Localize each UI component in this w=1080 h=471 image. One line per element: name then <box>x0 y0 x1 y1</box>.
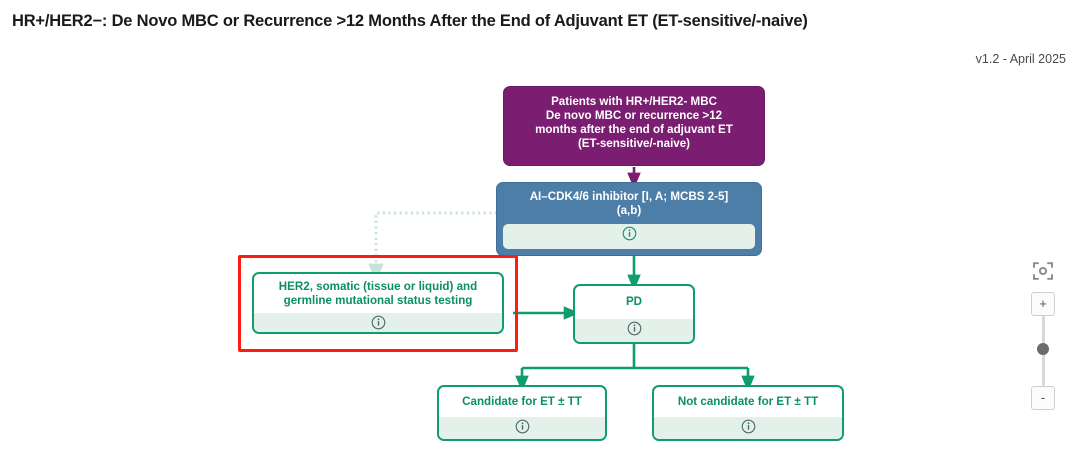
node-pd-info-strip[interactable] <box>575 319 693 342</box>
node-candidate-et-tt-label: Candidate for ET ± TT <box>462 395 582 408</box>
node-ai-cdk46-info-strip[interactable] <box>503 224 755 250</box>
focus-frame-icon[interactable] <box>1030 258 1056 284</box>
node-pd[interactable]: PD <box>573 284 695 344</box>
page-title: HR+/HER2−: De Novo MBC or Recurrence >12… <box>12 12 808 30</box>
node-patients[interactable]: Patients with HR+/HER2- MBC De novo MBC … <box>503 86 765 166</box>
node-not-candidate-et-tt[interactable]: Not candidate for ET ± TT <box>652 385 844 441</box>
node-ai-cdk46-label: AI–CDK4/6 inhibitor [I, A; MCBS 2-5] (a,… <box>529 190 729 218</box>
edge-pd-branch <box>522 344 748 370</box>
info-icon[interactable] <box>371 315 386 332</box>
node-her2-testing-label: HER2, somatic (tissue or liquid) and ger… <box>278 280 478 308</box>
flowchart-canvas[interactable]: Patients with HR+/HER2- MBC De novo MBC … <box>0 72 1080 471</box>
node-pd-label: PD <box>625 295 643 308</box>
info-icon[interactable] <box>515 419 530 439</box>
node-candidate-et-tt-info-strip[interactable] <box>439 417 605 439</box>
node-patients-label: Patients with HR+/HER2- MBC De novo MBC … <box>535 95 733 151</box>
version-label: v1.2 - April 2025 <box>975 52 1066 66</box>
node-not-candidate-et-tt-label: Not candidate for ET ± TT <box>677 395 819 408</box>
info-icon[interactable] <box>741 419 756 439</box>
info-icon[interactable] <box>622 226 637 246</box>
node-not-candidate-et-tt-info-strip[interactable] <box>654 417 842 439</box>
zoom-slider[interactable]: + - <box>1031 292 1055 410</box>
selection-rectangle[interactable] <box>238 255 518 352</box>
node-candidate-et-tt[interactable]: Candidate for ET ± TT <box>437 385 607 441</box>
node-ai-cdk46[interactable]: AI–CDK4/6 inhibitor [I, A; MCBS 2-5] (a,… <box>496 182 762 256</box>
info-icon[interactable] <box>627 321 642 341</box>
zoom-out-button[interactable]: - <box>1031 386 1055 410</box>
node-her2-testing-info-strip[interactable] <box>254 313 502 332</box>
zoom-slider-handle[interactable] <box>1037 343 1049 355</box>
zoom-in-button[interactable]: + <box>1031 292 1055 316</box>
node-her2-testing[interactable]: HER2, somatic (tissue or liquid) and ger… <box>252 272 504 334</box>
